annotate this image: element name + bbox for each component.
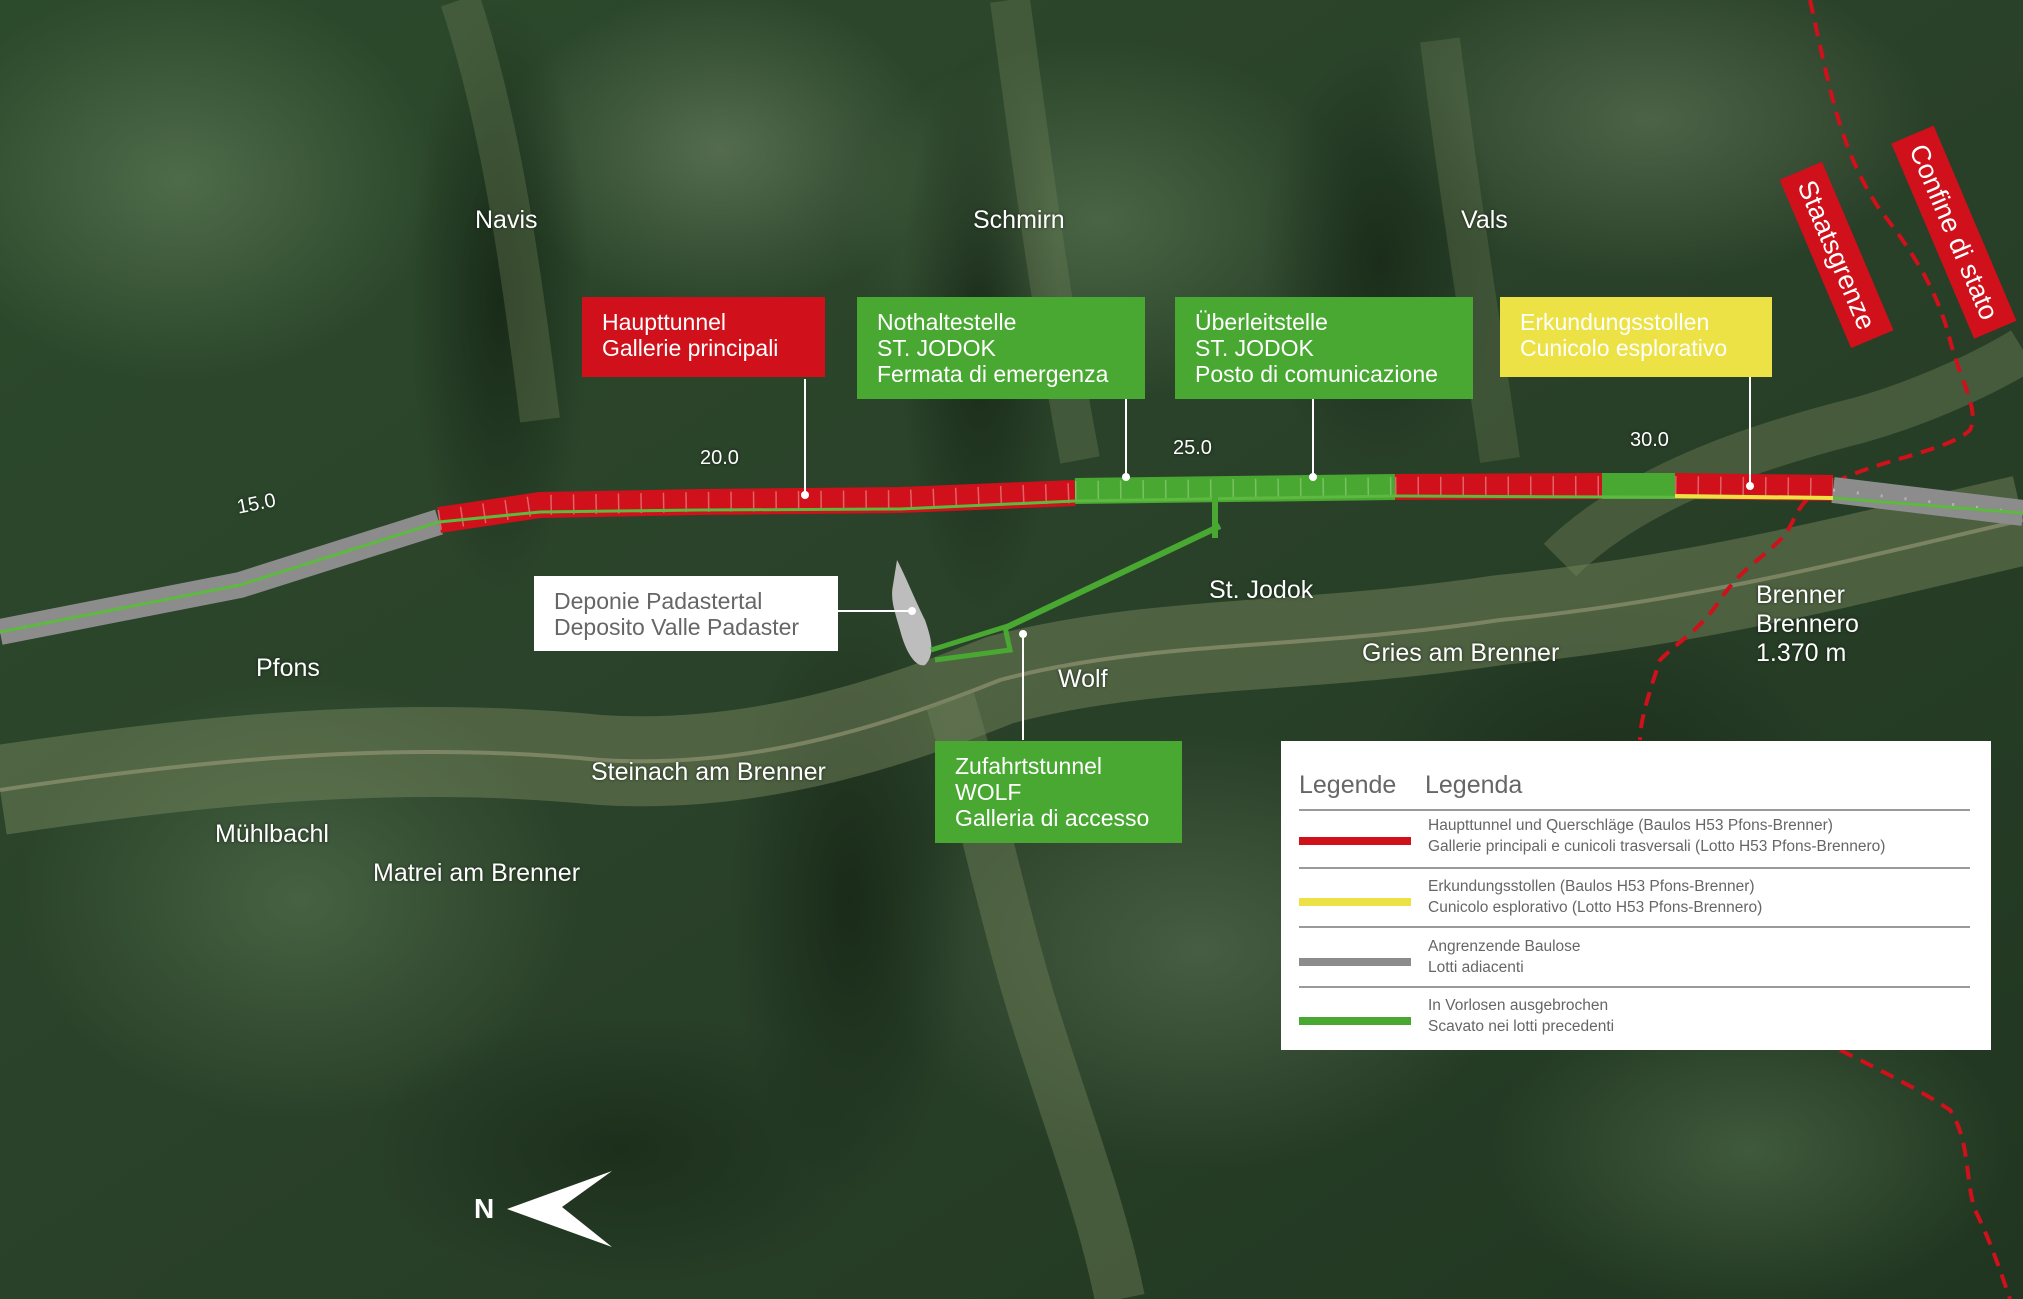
legend-item-exploratory-line2: Cunicolo esplorativo (Lotto H53 Pfons-Br… [1428, 899, 1763, 916]
place-schmirn: Schmirn [973, 206, 1065, 234]
legend-item-exploratory: Erkundungsstollen (Baulos H53 Pfons-Bren… [1299, 876, 1970, 936]
place-pfons: Pfons [256, 654, 320, 682]
km-marker-30: 30.0 [1630, 429, 1669, 451]
legend-item-main-tunnel: Haupttunnel und Querschläge (Baulos H53 … [1299, 815, 1970, 875]
callout-haupttunnel: Haupttunnel Gallerie principali [582, 297, 825, 377]
callout-nothaltestelle-line1: Nothaltestelle [877, 309, 1017, 335]
callout-zufahrtstunnel-line2: WOLF [955, 779, 1022, 805]
callout-erkundungsstollen-line2: Cunicolo esplorativo [1520, 335, 1728, 361]
place-brenner-elevation: 1.370 m [1756, 639, 1847, 667]
place-muehlbachl: Mühlbachl [215, 820, 329, 848]
place-navis: Navis [475, 206, 538, 234]
legend-swatch-gray [1299, 958, 1411, 966]
callout-ueberleitstelle: Überleitstelle ST. JODOK Posto di comuni… [1175, 297, 1473, 399]
tunnel-previous-center [1074, 474, 1396, 504]
legend-item-main-tunnel-text: Haupttunnel und Querschläge (Baulos H53 … [1428, 815, 1885, 857]
callout-ueberleitstelle-line3: Posto di comunicazione [1195, 361, 1438, 387]
tunnel-exploratory [1674, 494, 1834, 500]
callout-deponie-line1: Deponie Padastertal [554, 588, 763, 614]
legend-swatch-green [1299, 1017, 1411, 1025]
legend-item-adjacent: Angrenzende Baulose Lotti adiacenti [1299, 936, 1970, 996]
callout-nothaltestelle: Nothaltestelle ST. JODOK Fermata di emer… [857, 297, 1145, 399]
legend-divider [1299, 986, 1970, 988]
callout-deponie-line2: Deposito Valle Padaster [554, 614, 800, 640]
callout-erkundungsstollen-line1: Erkundungsstollen [1520, 309, 1710, 335]
callout-haupttunnel-line1: Haupttunnel [602, 309, 727, 335]
legend: Legende Legenda Haupttunnel und Querschl… [1281, 741, 1991, 1050]
place-brennero: Brennero [1756, 610, 1859, 638]
callout-zufahrtstunnel-line3: Galleria di accesso [955, 805, 1150, 831]
legend-item-previous: In Vorlosen ausgebrochen Scavato nei lot… [1299, 995, 1970, 1055]
tunnel-main-west [437, 480, 1076, 533]
legend-item-main-tunnel-line1: Haupttunnel und Querschläge (Baulos H53 … [1428, 817, 1833, 834]
north-label: N [474, 1193, 495, 1224]
legend-divider [1299, 867, 1970, 869]
place-gries-am-brenner: Gries am Brenner [1362, 639, 1560, 667]
legend-item-previous-line1: In Vorlosen ausgebrochen [1428, 997, 1609, 1014]
legend-item-exploratory-line1: Erkundungsstollen (Baulos H53 Pfons-Bren… [1428, 878, 1755, 895]
callout-zufahrtstunnel-line1: Zufahrtstunnel [955, 753, 1103, 779]
callout-nothaltestelle-line3: Fermata di emergenza [877, 361, 1109, 387]
km-marker-20: 20.0 [700, 447, 739, 469]
legend-item-adjacent-text: Angrenzende Baulose Lotti adiacenti [1428, 936, 1581, 978]
legend-item-main-tunnel-line2: Gallerie principali e cunicoli trasversa… [1428, 838, 1886, 855]
tunnel-main-east-1 [1394, 473, 1603, 500]
legend-title-de: Legende [1299, 771, 1397, 799]
callout-deponie: Deponie Padastertal Deposito Valle Padas… [534, 576, 838, 651]
north-arrow-icon [507, 1171, 612, 1247]
place-vals: Vals [1461, 206, 1508, 234]
legend-item-exploratory-text: Erkundungsstollen (Baulos H53 Pfons-Bren… [1428, 876, 1762, 918]
place-st-jodok: St. Jodok [1209, 576, 1314, 604]
legend-item-adjacent-line1: Angrenzende Baulose [1428, 938, 1581, 955]
place-brenner: Brenner [1756, 581, 1845, 609]
place-steinach: Steinach am Brenner [591, 758, 826, 786]
legend-item-previous-text: In Vorlosen ausgebrochen Scavato nei lot… [1428, 995, 1614, 1037]
legend-swatch-red [1299, 837, 1411, 845]
km-marker-25: 25.0 [1173, 437, 1212, 459]
callout-erkundungsstollen: Erkundungsstollen Cunicolo esplorativo [1500, 297, 1772, 377]
callout-ueberleitstelle-line2: ST. JODOK [1195, 335, 1314, 361]
legend-item-previous-line2: Scavato nei lotti precedenti [1428, 1018, 1615, 1035]
place-wolf: Wolf [1058, 665, 1108, 693]
callout-nothaltestelle-line2: ST. JODOK [877, 335, 996, 361]
access-tunnel-line [930, 623, 1014, 663]
legend-item-adjacent-line2: Lotti adiacenti [1428, 959, 1524, 976]
legend-divider [1299, 809, 1970, 811]
legend-title-it: Legenda [1425, 771, 1523, 799]
legend-swatch-yellow [1299, 898, 1411, 906]
place-matrei: Matrei am Brenner [373, 859, 581, 887]
tunnel-main-east-2 [1674, 473, 1834, 501]
callout-ueberleitstelle-line1: Überleitstelle [1195, 309, 1328, 335]
legend-divider [1299, 926, 1970, 928]
callout-haupttunnel-line2: Gallerie principali [602, 335, 779, 361]
access-tunnel-main [1003, 523, 1222, 631]
callout-zufahrtstunnel: Zufahrtstunnel WOLF Galleria di accesso [935, 741, 1182, 843]
